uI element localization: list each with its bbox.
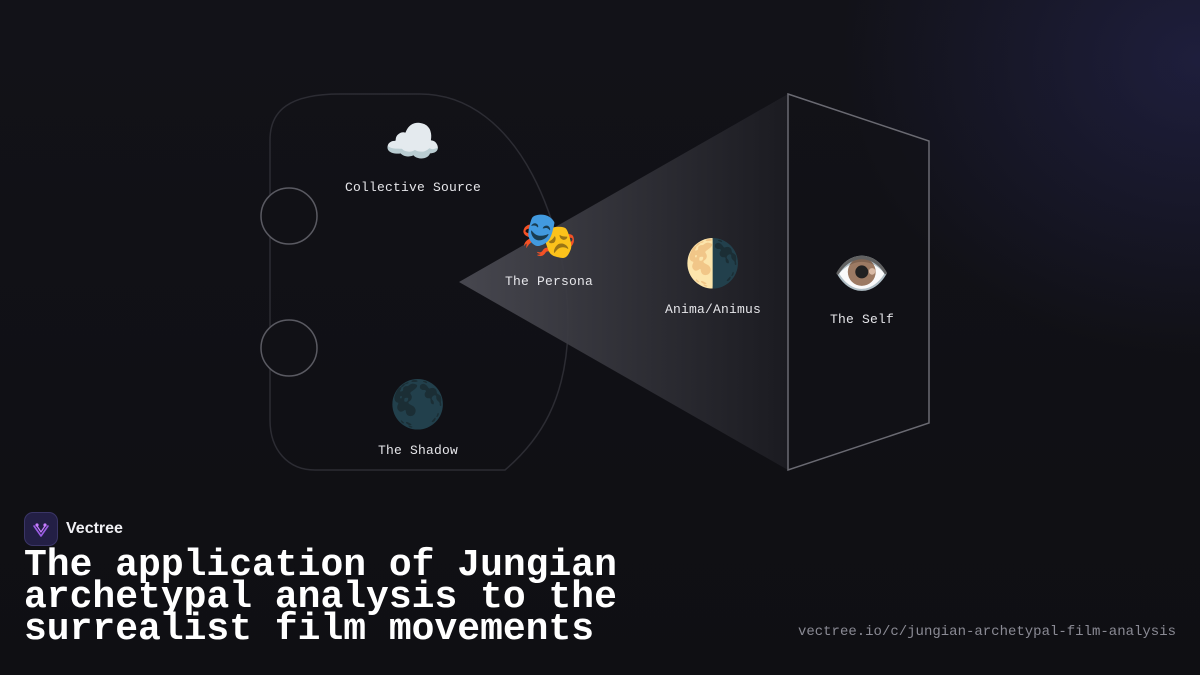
half-moon-icon: 🌗 — [684, 241, 742, 293]
node-label: The Shadow — [377, 443, 459, 458]
page-url[interactable]: vectree.io/c/jungian-archetypal-film-ana… — [797, 624, 1176, 640]
new-moon-icon: 🌑 — [389, 382, 447, 434]
port-circle-lower — [260, 319, 318, 377]
node-shadow: 🌑 The Shadow — [378, 381, 458, 458]
node-collective-source: ☁️ Collective Source — [345, 118, 481, 195]
node-persona: 🎭 The Persona — [505, 212, 593, 289]
screen-frame — [787, 92, 930, 472]
node-anima-animus: 🌗 Anima/Animus — [665, 240, 761, 317]
theater-masks-icon: 🎭 — [520, 213, 578, 265]
vectree-logo-icon — [24, 512, 58, 546]
node-label: Anima/Animus — [664, 302, 762, 317]
brand-name: Vectree — [66, 520, 123, 537]
light-beam — [459, 94, 788, 470]
port-circle-upper — [260, 187, 318, 245]
node-label: The Self — [829, 312, 895, 327]
node-label: The Persona — [504, 274, 594, 289]
node-self: 👁️ The Self — [830, 250, 894, 327]
page-title: The application of Jungian archetypal an… — [24, 544, 617, 651]
brand[interactable]: Vectree — [24, 512, 123, 546]
vectree-logo-mark — [33, 523, 49, 537]
container-shape — [269, 93, 569, 471]
eye-icon: 👁️ — [833, 251, 891, 303]
node-label: Collective Source — [344, 180, 482, 195]
cloud-icon: ☁️ — [384, 119, 442, 171]
